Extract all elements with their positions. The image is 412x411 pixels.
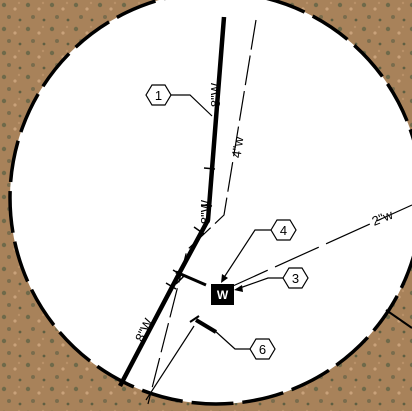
callout-1: 1 xyxy=(145,84,213,117)
callout-6: 6 xyxy=(213,329,276,360)
branch-line-2in xyxy=(223,204,412,291)
main-line-8in xyxy=(118,16,227,388)
pipe-label-8in-mid: 8"W xyxy=(198,199,213,224)
tee-fitting xyxy=(175,270,207,287)
water-meter-label: W xyxy=(217,288,229,302)
callout-3: 3 xyxy=(234,267,309,292)
pipe-label-4in: 4"w xyxy=(229,135,247,159)
valve-fitting xyxy=(194,318,218,334)
service-line xyxy=(145,325,195,401)
callout-1-label: 1 xyxy=(155,88,162,103)
pipe-label-8in-upper: 8"W xyxy=(208,82,223,107)
callout-3-label: 3 xyxy=(292,271,299,286)
valve-cap xyxy=(189,315,200,323)
detail-exit-leader xyxy=(385,309,412,329)
water-meter-box xyxy=(211,284,234,305)
callout-4: 4 xyxy=(221,219,297,283)
callout-6-label: 6 xyxy=(259,342,266,357)
branch-line-4in xyxy=(147,19,257,405)
callout-4-label: 4 xyxy=(280,223,287,238)
